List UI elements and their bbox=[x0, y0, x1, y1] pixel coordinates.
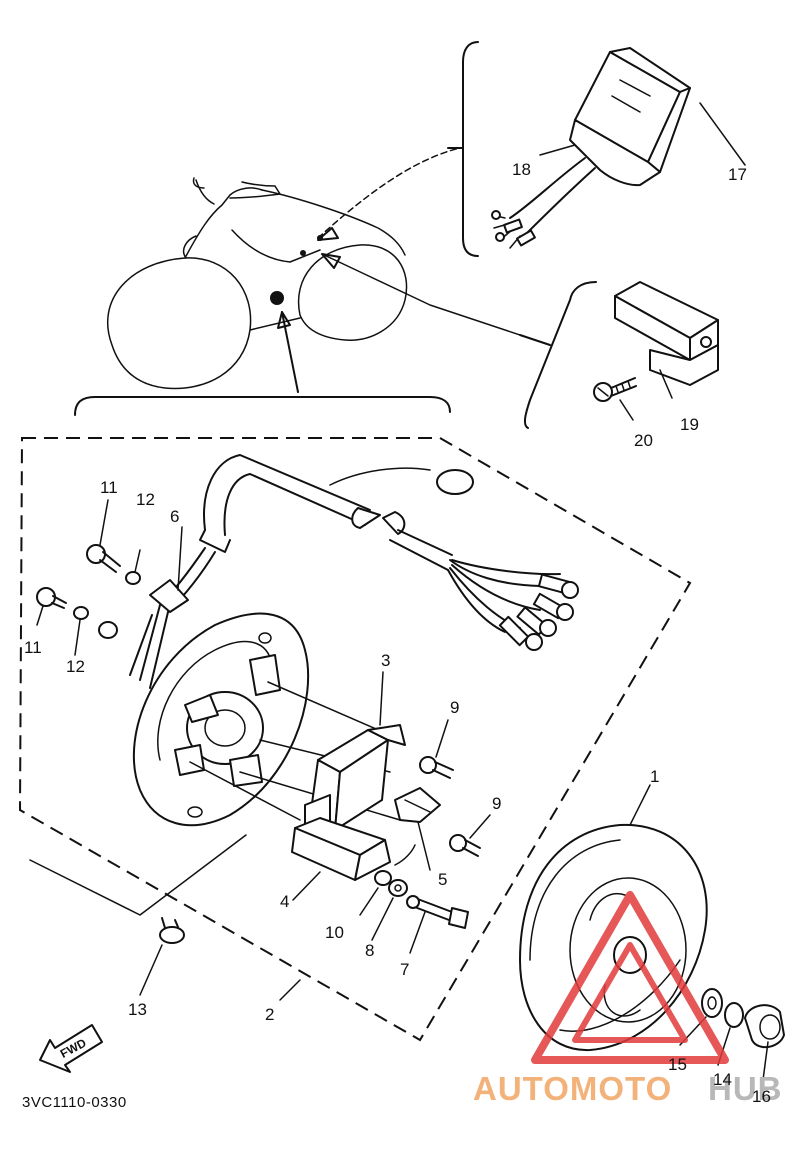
label-part-3: 3 bbox=[381, 651, 390, 670]
label-part-11-upper: 11 bbox=[100, 478, 118, 497]
label-part-10: 10 bbox=[325, 923, 344, 942]
label-part-12-upper: 12 bbox=[136, 490, 155, 509]
part-18-wire-harness bbox=[491, 157, 596, 249]
part-19-rectifier bbox=[614, 281, 719, 386]
label-part-7: 7 bbox=[400, 960, 409, 979]
group-bracket bbox=[74, 311, 451, 416]
label-part-9-lower: 9 bbox=[492, 794, 501, 813]
label-part-5: 5 bbox=[438, 870, 447, 889]
part-17-cdi-unit bbox=[569, 47, 691, 187]
motorcycle-silhouette bbox=[106, 177, 408, 390]
diagram-code: 3VC1110-0330 bbox=[22, 1094, 127, 1111]
label-part-8: 8 bbox=[365, 941, 374, 960]
part-12-washer-upper bbox=[125, 571, 141, 585]
label-part-13: 13 bbox=[128, 1000, 147, 1019]
part-1-rotor bbox=[519, 823, 708, 1052]
label-part-12-lower: 12 bbox=[66, 657, 85, 676]
label-part-16: 16 bbox=[752, 1087, 771, 1106]
part-11-screw-upper bbox=[86, 544, 121, 573]
part-16-nut bbox=[744, 1004, 785, 1049]
label-part-1: 1 bbox=[650, 767, 659, 786]
watermark-hub: HUB bbox=[708, 1070, 783, 1107]
part-7-bolt bbox=[406, 895, 469, 929]
part-13-screw bbox=[159, 917, 185, 944]
part-numbers: 1 2 3 4 5 6 7 8 9 9 10 11 11 12 12 13 14… bbox=[24, 160, 771, 1106]
part-10-washer bbox=[374, 870, 392, 886]
part-5-clamp bbox=[394, 787, 441, 823]
watermark-automoto: AUTOMOTO bbox=[473, 1070, 672, 1107]
part-9-screw-lower bbox=[449, 834, 481, 857]
part-14-washer bbox=[724, 1002, 744, 1028]
label-part-6: 6 bbox=[170, 507, 179, 526]
bracket-17-18 bbox=[447, 41, 479, 257]
fwd-arrow-icon: FWD bbox=[39, 1024, 103, 1073]
part-20-screw bbox=[593, 377, 637, 402]
label-part-19: 19 bbox=[680, 415, 699, 434]
stator-assembly-boundary bbox=[18, 437, 692, 1042]
part-15-washer bbox=[701, 988, 723, 1018]
part-11-screw-lower bbox=[36, 587, 67, 609]
bracket-19-20 bbox=[519, 281, 597, 429]
part-8-washer bbox=[388, 879, 408, 897]
label-part-20: 20 bbox=[634, 431, 653, 450]
label-part-14: 14 bbox=[713, 1070, 732, 1089]
stator-base-plate bbox=[132, 612, 401, 827]
label-part-15: 15 bbox=[668, 1055, 687, 1074]
leader-lines bbox=[29, 102, 769, 1081]
label-part-17: 17 bbox=[728, 165, 747, 184]
label-part-18: 18 bbox=[512, 160, 531, 179]
watermark-logo bbox=[531, 891, 729, 1064]
location-markers bbox=[270, 147, 551, 346]
label-part-4: 4 bbox=[280, 892, 289, 911]
part-12-washer-lower bbox=[73, 606, 118, 639]
label-part-11-lower: 11 bbox=[24, 638, 42, 657]
part-4-lighting-coil bbox=[291, 817, 416, 881]
label-part-9-upper: 9 bbox=[450, 698, 459, 717]
part-2-wire-loom bbox=[129, 454, 579, 689]
part-9-screw-upper bbox=[419, 756, 454, 779]
label-part-2: 2 bbox=[265, 1005, 274, 1024]
